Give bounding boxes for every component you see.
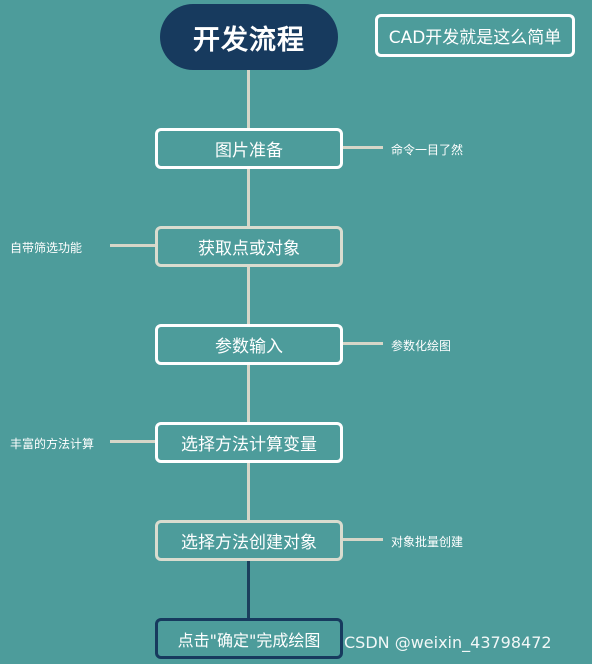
step-create-objects: 选择方法创建对象 [155, 520, 343, 561]
branch-line-step4 [110, 440, 155, 443]
note-step2: 自带筛选功能 [10, 241, 83, 255]
connector-step1-to-step2 [247, 168, 250, 226]
step-parameter-input: 参数输入 [155, 324, 343, 365]
connector-step2-to-step3 [247, 266, 250, 324]
step-compute-variables: 选择方法计算变量 [155, 422, 343, 463]
step-image-prep: 图片准备 [155, 128, 343, 169]
step-get-point-or-object: 获取点或对象 [155, 226, 343, 267]
connector-step4-to-step5 [247, 462, 250, 520]
connector-title-to-step1 [247, 70, 250, 128]
csdn-watermark: CSDN @weixin_43798472 [344, 633, 552, 652]
note-step4: 丰富的方法计算 [10, 437, 95, 451]
note-step1: 命令一目了然 [391, 143, 464, 157]
branch-line-step1 [343, 146, 383, 149]
branch-line-step3 [343, 342, 383, 345]
connector-step3-to-step4 [247, 364, 250, 422]
slogan-box: CAD开发就是这么简单 [375, 14, 575, 57]
flow-title: 开发流程 [160, 4, 338, 70]
note-step3: 参数化绘图 [391, 339, 452, 353]
note-step5: 对象批量创建 [391, 535, 464, 549]
branch-line-step5 [343, 538, 383, 541]
branch-line-step2 [110, 244, 155, 247]
connector-step5-to-step6 [247, 560, 250, 618]
step-confirm-finish: 点击"确定"完成绘图 [155, 618, 343, 659]
